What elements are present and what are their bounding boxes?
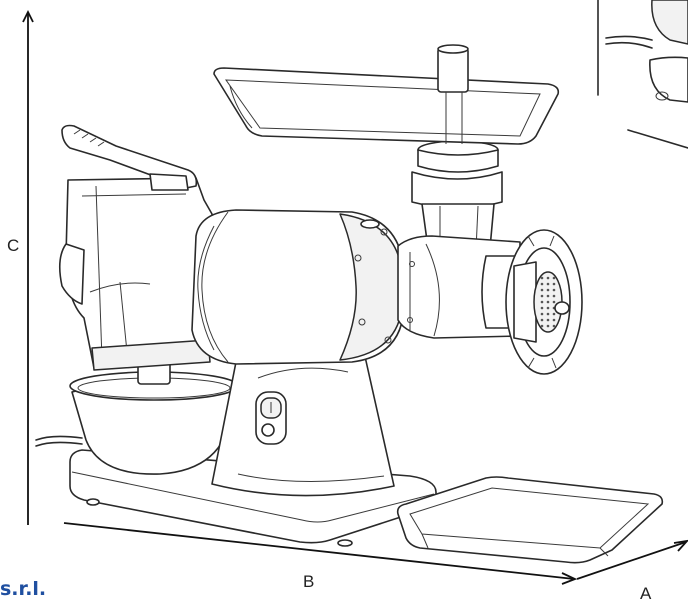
plate-hole — [540, 318, 544, 322]
grater-bowl — [35, 351, 239, 475]
grinder-neck — [411, 140, 503, 253]
grinder-barrel — [397, 235, 523, 339]
plate-hole — [552, 276, 556, 280]
plate-hole — [552, 312, 556, 316]
plate-hole — [546, 282, 550, 286]
plate-hole — [546, 288, 550, 292]
plate-hole — [540, 294, 544, 298]
plate-hole — [540, 312, 544, 316]
dimension-b-arrow — [63, 522, 578, 585]
plate-hole — [552, 288, 556, 292]
dimension-a-arrow — [576, 539, 688, 580]
plate-hole — [540, 282, 544, 286]
plate-hole — [540, 306, 544, 310]
plate-hole — [552, 324, 556, 328]
grater-hopper — [58, 177, 213, 371]
plate-hole — [552, 294, 556, 298]
power-switch[interactable] — [255, 391, 287, 445]
grater-lever[interactable] — [61, 124, 198, 191]
plate-hole — [540, 324, 544, 328]
plate-hole — [546, 276, 550, 280]
plate-hole — [546, 300, 550, 304]
machine-pedestal — [211, 344, 395, 497]
plate-hole — [546, 324, 550, 328]
plate-hole — [552, 282, 556, 286]
brand-logo-text: s.r.l. — [0, 578, 47, 600]
dimension-c-label: C — [7, 236, 20, 255]
dimension-a-label: A — [640, 584, 652, 603]
plate-hole — [546, 312, 550, 316]
plate-hole — [546, 306, 550, 310]
grinder-tray — [213, 44, 560, 145]
plate-hole — [552, 318, 556, 322]
plate-hole — [540, 300, 544, 304]
plate-hole — [546, 318, 550, 322]
plate-hole — [552, 300, 556, 304]
plate-hole — [540, 276, 544, 280]
grinder-plate — [533, 271, 570, 333]
inset-view — [597, 0, 688, 149]
collection-tray — [396, 476, 664, 564]
dimension-c-arrow — [22, 9, 34, 525]
motor-body — [191, 209, 405, 365]
plate-hole — [546, 294, 550, 298]
dimension-b-label: B — [303, 572, 315, 591]
plate-hole — [540, 288, 544, 292]
